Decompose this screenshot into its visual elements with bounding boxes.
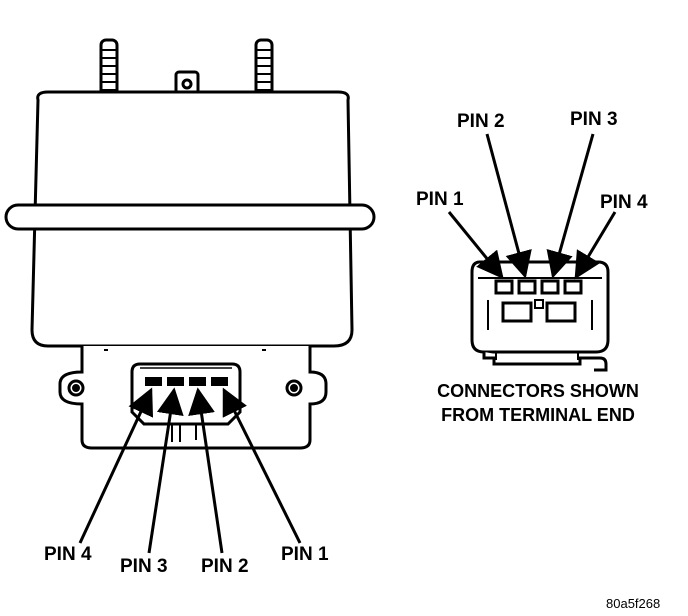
leader-pin2 xyxy=(188,387,224,554)
terminal xyxy=(189,377,206,386)
leader-pin1 xyxy=(447,211,504,280)
pin-leaders-left xyxy=(78,387,302,554)
label-pin1-right: PIN 1 xyxy=(416,189,464,210)
cavity-pin3 xyxy=(540,279,560,295)
label-pin3-right: PIN 3 xyxy=(570,109,618,130)
label-pin3-left: PIN 3 xyxy=(120,556,168,577)
cavity-pin2 xyxy=(517,279,537,295)
leader-pin3 xyxy=(546,133,595,279)
vacuum-unit xyxy=(4,38,376,450)
pin-leaders-right xyxy=(447,133,617,280)
caption-line1: CONNECTORS SHOWN xyxy=(437,381,639,401)
mount-hole-left xyxy=(67,379,85,397)
cavity-pin4 xyxy=(563,279,583,295)
terminal xyxy=(167,377,184,386)
lower-cavity-left xyxy=(501,301,533,323)
figure-id: 80a5f268 xyxy=(606,596,661,611)
label-pin2-left: PIN 2 xyxy=(201,556,249,577)
canister-band xyxy=(4,203,376,231)
leader-pin4 xyxy=(574,211,617,280)
leader-pin1 xyxy=(222,387,302,544)
terminal xyxy=(211,377,228,386)
mounting-stud-left xyxy=(99,38,119,102)
terminal xyxy=(145,377,162,386)
caption-line2: FROM TERMINAL END xyxy=(441,405,635,425)
label-pin1-left: PIN 1 xyxy=(281,544,329,565)
label-pin4-left: PIN 4 xyxy=(44,544,92,565)
leader-pin2 xyxy=(485,133,532,279)
connector-terminals xyxy=(145,377,228,386)
mount-hole-right xyxy=(285,379,303,397)
lower-cavity-right xyxy=(545,301,577,323)
leader-pin4 xyxy=(78,387,154,544)
leader-pin3 xyxy=(147,387,184,554)
label-pin2-right: PIN 2 xyxy=(457,111,505,132)
connector-latch xyxy=(482,352,608,372)
label-pin4-right: PIN 4 xyxy=(600,192,648,213)
connector-face xyxy=(470,260,610,372)
cavity-pin1 xyxy=(494,279,514,295)
